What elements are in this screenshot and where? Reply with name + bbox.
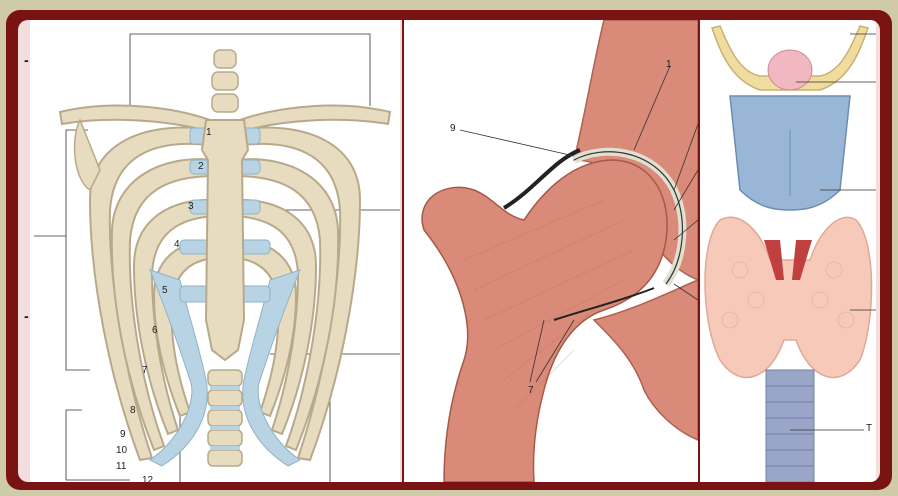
trachea-label: T [866,424,872,434]
rib-label-10: 10 [116,446,127,456]
hip-label-9: 9 [450,124,456,134]
rib-label-3: 3 [188,202,194,212]
left-margin-mark: - [24,52,29,68]
rib-label-11: 11 [116,462,126,472]
hip-label-7: 7 [528,386,534,396]
larynx-thyroid-panel: T [698,20,876,482]
rib-label-2: 2 [198,162,204,172]
hip-joint-illustration [404,20,698,482]
ribcage-panel: 1 2 3 4 5 6 7 8 9 10 11 12 [30,20,400,482]
rib-label-6: 6 [152,326,158,336]
ribcage-illustration [30,20,400,482]
rib-label-7: 7 [142,366,148,376]
larynx-thyroid-illustration [700,20,876,482]
slide-content: 1 2 3 4 5 6 7 8 9 10 11 12 [18,20,880,482]
rib-label-8: 8 [130,406,136,416]
hip-joint-panel: 1 9 7 [402,20,698,482]
rib-label-9: 9 [120,430,126,440]
rib-label-1: 1 [206,128,212,138]
rib-label-4: 4 [174,240,180,250]
hip-label-1: 1 [666,60,672,70]
rib-label-12: 12 [142,476,153,482]
left-margin-mark-lower: - [24,308,29,324]
rib-label-5: 5 [162,286,168,296]
